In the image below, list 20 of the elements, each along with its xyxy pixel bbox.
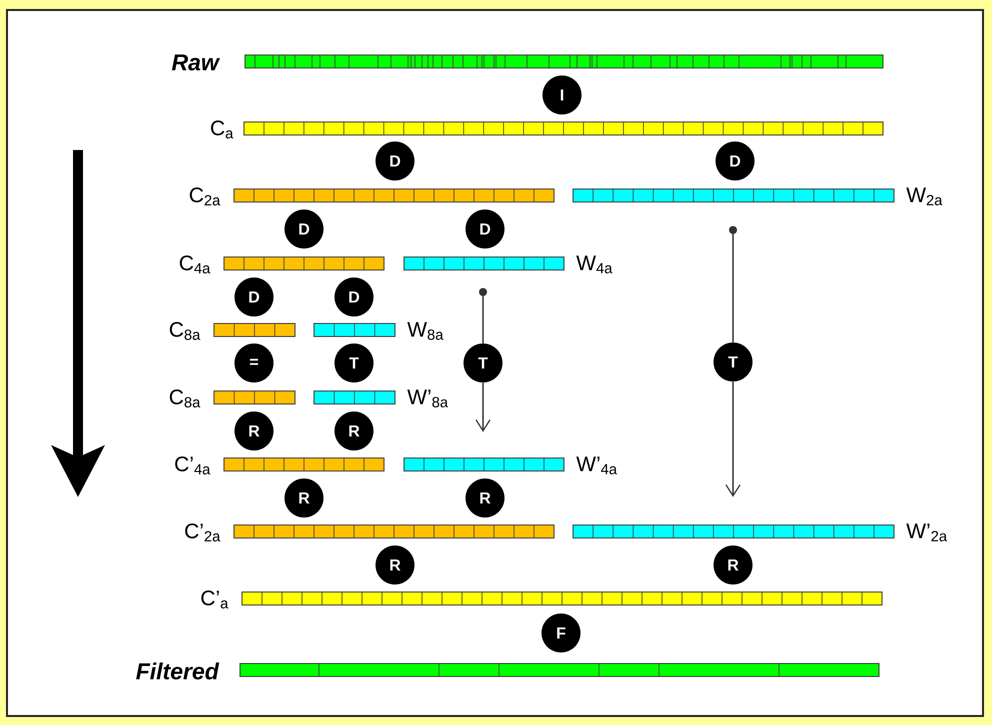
bar-label: Raw	[172, 54, 220, 71]
bar-label: C$_{8a}$	[170, 390, 200, 408]
bar-label: C’$_{2a}$	[185, 524, 220, 542]
arrow	[725, 382, 741, 497]
bar-label: Filtered	[136, 662, 220, 680]
bar-label: W$_{8a}$	[407, 322, 444, 340]
arrow	[729, 226, 738, 342]
bar-label: W’$_{2a}$	[906, 524, 948, 542]
arrow	[479, 288, 487, 344]
bar-label: W’$_{8a}$	[407, 390, 448, 408]
arrow	[475, 382, 491, 432]
bar-label: C$_{2a}$	[190, 188, 220, 206]
bar-label: C$_{a}$	[211, 120, 234, 138]
bar-label: W$_{2a}$	[906, 188, 942, 206]
bar-label: C$_{4a}$	[180, 256, 210, 274]
bar-label: W’$_{4a}$	[576, 456, 618, 474]
bar-label: C’$_{4a}$	[175, 456, 210, 474]
bar-label: C’$_{a}$	[201, 590, 228, 608]
bar-label: C$_{8a}$	[170, 322, 200, 340]
bar-label: W$_{4a}$	[576, 256, 612, 274]
